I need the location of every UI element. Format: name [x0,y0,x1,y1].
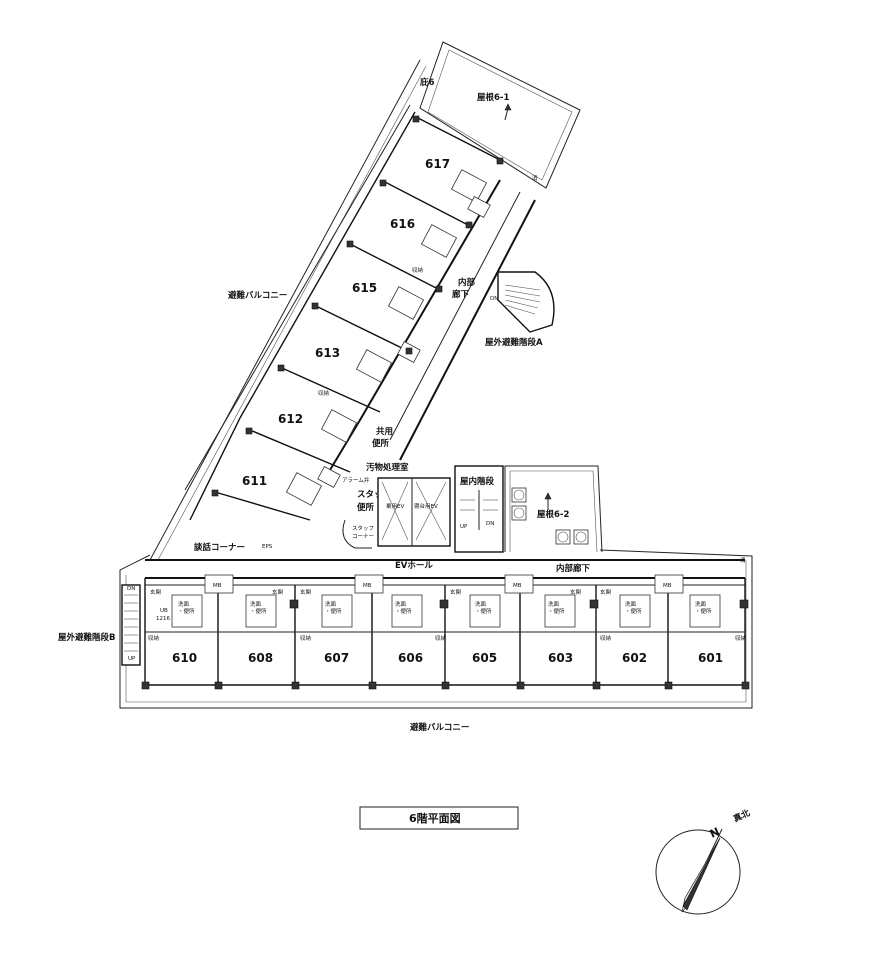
wash-610: 洗面 [178,600,190,608]
ev-hall-label: EVホール [395,561,433,571]
staff-toilet-2: 便所 [357,502,375,513]
stair-a-dn: DN [490,296,498,302]
talk-corner-label: 談話コーナー [194,542,245,553]
entrance-610: 玄関 [150,588,162,596]
room-603: 603 [548,651,573,665]
inner-corridor-h-label: 内部廊下 [556,563,591,574]
mb-3: MB [513,583,522,589]
wash-601: 洗面 [695,600,707,608]
mb-4: MB [663,583,672,589]
entrance-602: 玄関 [570,588,582,596]
room-616: 616 [390,217,415,231]
entrance-606: 玄関 [300,588,312,596]
mb-1: MB [213,583,222,589]
compass: N 真北 [655,807,753,915]
outdoor-stair-a: DN [490,271,555,333]
room-617: 617 [425,157,450,171]
storage-602: 収納 [600,634,612,642]
roof-6-1: 屋根6-1 [419,41,581,189]
waste-room-label: 汚物処理室 [366,462,409,473]
plan-title: 6階平面図 [409,811,461,825]
room-606: 606 [398,651,423,665]
compass-true-north: 真北 [732,807,753,824]
entrance-605: 玄関 [450,588,462,596]
wash-602: 洗面 [625,600,637,608]
wash-607: 洗面 [325,600,337,608]
ub-size-label: 1216 [156,616,170,622]
wash-606: 洗面 [395,600,407,608]
room-612: 612 [278,412,303,426]
toilet-601: ・便所 [695,607,712,615]
stair-b-up: UP [128,656,136,662]
shared-toilet-2: 便所 [372,438,390,449]
eaves-label: 庇6 [419,77,435,88]
storage-606: 収納 [435,634,447,642]
diagonal-wing [149,59,536,561]
toilet-602: ・便所 [625,607,642,615]
storage-612: 収納 [318,389,330,397]
storage-615: 収納 [412,266,424,274]
alarm-label: アラーム弁 [342,476,370,484]
room-607: 607 [324,651,349,665]
shared-toilet-1: 共用 [376,426,393,437]
ev-passenger-label: 乗用EV [386,503,404,510]
toilet-608: ・便所 [250,607,267,615]
outdoor-stair-b: DN UP [121,584,141,666]
core: UP DN [377,465,504,553]
storage-610: 収納 [148,634,160,642]
toilet-605: ・便所 [475,607,492,615]
inner-corridor-label-1: 内部 [458,277,476,288]
title-box [359,806,519,830]
storage-607: 収納 [300,634,312,642]
roof-6-2: 屋根6-2 [504,465,603,553]
room-610: 610 [172,651,197,665]
inner-corridor-label-2: 廊下 [452,289,470,300]
mb-2: MB [363,583,372,589]
indoor-stair-up: UP [460,524,468,530]
wash-603: 洗面 [548,600,560,608]
toilet-610: ・便所 [178,607,195,615]
room-605: 605 [472,651,497,665]
staff-toilet-1: スタッフ [357,489,391,500]
toilet-607: ・便所 [325,607,342,615]
staff-corner-2: コーナー [352,533,374,540]
storage-601: 収納 [735,634,747,642]
staff-corner-1: スタッフ [352,524,374,532]
roof-6-1-label: 屋根6-1 [477,92,509,103]
balcony-diag-label: 避難バルコニー [228,290,287,301]
toilet-603: ・便所 [548,607,565,615]
roof-6-2-label: 屋根6-2 [537,509,569,520]
toilet-606: ・便所 [395,607,412,615]
room-601: 601 [698,651,723,665]
indoor-stair-label: 屋内階段 [460,476,495,487]
entrance-601: 玄関 [600,588,612,596]
wash-605: 洗面 [475,600,487,608]
stair-a-label: 屋外避難階段A [485,337,543,348]
ub-label: UB [160,608,168,614]
stair-b-dn: DN [127,586,135,592]
indoor-stair-dn: DN [486,521,494,527]
room-602: 602 [622,651,647,665]
balcony-bottom-label: 避難バルコニー [410,722,469,733]
room-615: 615 [352,281,377,295]
wash-608: 洗面 [250,600,262,608]
stair-b-label: 屋外避難階段B [58,632,115,643]
fire-hydrant-diag: 消 [532,174,538,182]
horizontal-wing [119,549,753,709]
room-613: 613 [315,346,340,360]
entrance-607: 玄関 [272,588,284,596]
room-608: 608 [248,651,273,665]
eps-label: EPS [262,544,273,550]
ev-bed-label: 寝台用EV [414,502,438,510]
room-611: 611 [242,474,267,488]
